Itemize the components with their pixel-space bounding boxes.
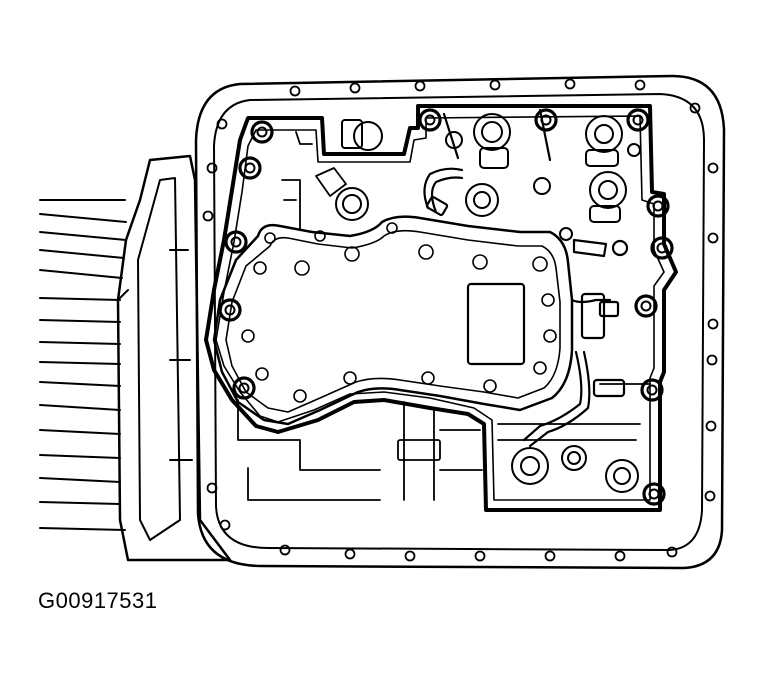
valve-body-outline: [204, 104, 678, 512]
figure-id-label: G00917531: [38, 588, 158, 613]
solenoid-valves: [335, 113, 641, 493]
case-ribs: [39, 199, 127, 531]
flange-bolt-holes: [202, 78, 719, 562]
plate-holes: [241, 222, 557, 403]
separator-plate: [212, 215, 574, 426]
transmission-case: [39, 154, 232, 562]
lower-passages: [237, 131, 651, 501]
wiring-harness: [423, 108, 629, 448]
valve-body-bolts: [218, 108, 674, 506]
pan-flange: [194, 74, 726, 570]
